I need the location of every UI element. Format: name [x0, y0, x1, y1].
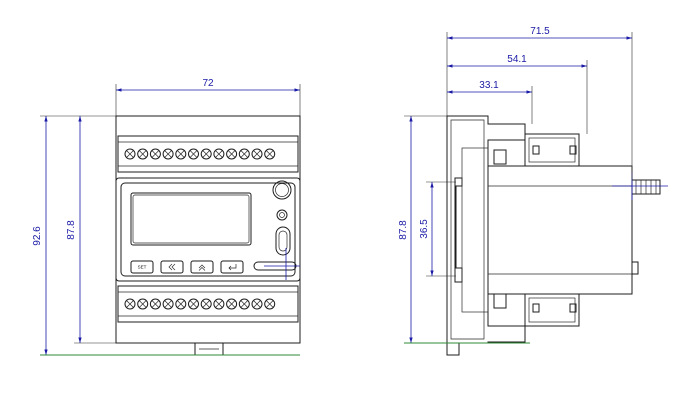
- double-chevron-left-icon: [168, 263, 176, 271]
- side-housing-outline: [446, 115, 526, 344]
- enter-return-button: [220, 260, 244, 274]
- bottom-terminal-block: [117, 285, 299, 323]
- control-knob: [272, 180, 292, 200]
- rear-tab: [631, 261, 639, 275]
- top-terminal-screw: [162, 148, 174, 160]
- bottom-terminal-screw: [137, 298, 149, 310]
- top-terminal-screw: [124, 148, 136, 160]
- width-dimension-label: 72: [202, 78, 214, 89]
- front-depth-dimension-label: 33.1: [479, 80, 499, 91]
- enter-return-icon: [228, 264, 237, 271]
- rail-mount-body: [487, 165, 633, 295]
- top-terminal-screw: [200, 148, 212, 160]
- rear-terminal-bottom: [524, 293, 580, 327]
- side-bezel: [454, 177, 463, 283]
- bottom-terminal-screw: [162, 298, 174, 310]
- bottom-terminal-screw: [188, 298, 199, 310]
- top-terminal-screw: [226, 148, 238, 160]
- top-terminal-screw: [251, 148, 263, 160]
- rail-depth-dimension-label: 54.1: [507, 54, 527, 65]
- side-body-height-dimension-label: 87.8: [398, 220, 409, 240]
- bottom-terminal-screw: [264, 298, 276, 310]
- top-terminal-screw: [149, 148, 161, 160]
- top-terminal-row: [124, 148, 276, 160]
- bottom-terminal-screw: [238, 298, 250, 310]
- total-height-dimension-label: 92.6: [32, 226, 43, 246]
- bottom-terminal-screw: [124, 298, 136, 310]
- button-label: SET: [138, 265, 147, 270]
- side-latch-top: [493, 149, 507, 165]
- bottom-terminal-screw: [200, 298, 212, 310]
- top-terminal-screw: [175, 148, 187, 160]
- bottom-terminal-screw: [251, 298, 263, 310]
- top-terminal-screw: [213, 148, 225, 160]
- top-terminal-screw: [188, 148, 199, 160]
- front-view: SET 72 92.6 87.8: [32, 78, 301, 356]
- double-chevron-up-icon: [198, 264, 206, 271]
- top-terminal-block: [117, 135, 299, 173]
- top-terminal-screw: [137, 148, 149, 160]
- side-clip: [446, 342, 460, 356]
- top-terminal-screw: [264, 148, 276, 160]
- rail-slot-dimension-label: 36.5: [419, 219, 430, 239]
- bottom-terminal-screw: [175, 298, 187, 310]
- top-terminal-screw: [238, 148, 250, 160]
- double-chevron-left-button: [160, 260, 184, 274]
- rear-terminal-top: [524, 133, 580, 167]
- indicator-led: [276, 209, 288, 221]
- double-chevron-up-button: [190, 260, 214, 274]
- lcd-screen: [130, 192, 252, 246]
- display-panel: [115, 177, 301, 282]
- bottom-terminal-screw: [213, 298, 225, 310]
- set-button: SET: [130, 260, 154, 274]
- bottom-terminal-screw: [226, 298, 238, 310]
- port-slot: [275, 226, 291, 256]
- bottom-terminal-screw: [149, 298, 161, 310]
- bottom-terminal-row: [124, 298, 276, 310]
- overall-depth-dimension-label: 71.5: [530, 26, 550, 37]
- body-height-dimension-label: 87.8: [66, 220, 77, 240]
- button-row: SET: [130, 260, 244, 274]
- side-latch-bottom: [493, 293, 507, 309]
- side-view: 71.5 54.1 33.1 87.8 36.5: [398, 26, 668, 356]
